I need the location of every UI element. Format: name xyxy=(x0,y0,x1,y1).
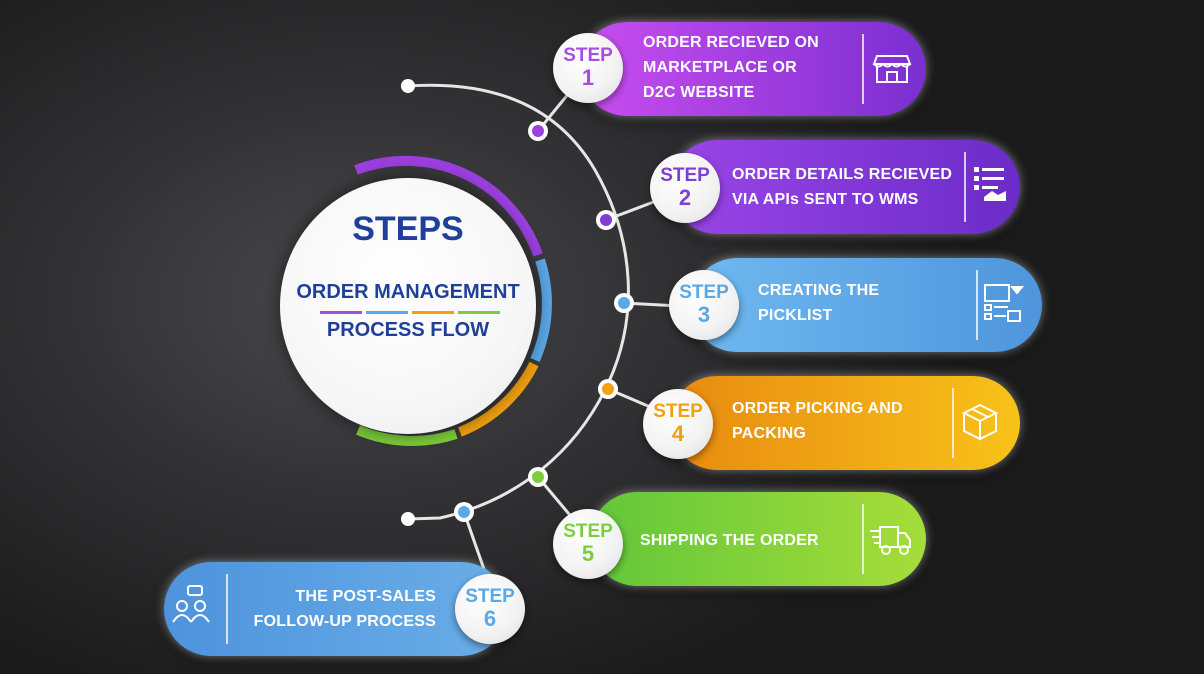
step-6-number: 6 xyxy=(483,606,497,631)
center-subtitle-line2: PROCESS FLOW xyxy=(326,319,490,341)
ring-segment-orange xyxy=(458,361,539,437)
picklist-icon xyxy=(984,284,1025,322)
node-dot-3 xyxy=(614,293,634,313)
delivery-truck-icon xyxy=(870,526,911,555)
step-6-badge: STEP 6 xyxy=(455,574,525,644)
step-3-number: 3 xyxy=(697,302,711,327)
step-5-divider xyxy=(862,504,864,574)
step-6-text: THE POST-SALES FOLLOW-UP PROCESS xyxy=(253,588,436,630)
step-2-number: 2 xyxy=(678,185,692,210)
step-4-divider xyxy=(952,388,954,458)
step-5-badge: STEP 5 xyxy=(553,509,623,579)
step-6-pill xyxy=(164,562,508,656)
center-disc xyxy=(280,178,536,434)
color-bar-purple xyxy=(320,311,362,314)
node-dot-4 xyxy=(598,379,618,399)
step-1-divider xyxy=(862,34,864,104)
arc-start-dot xyxy=(401,79,415,93)
ring-segment-purple xyxy=(354,155,543,257)
step-3-text: CREATING THE PICKLIST xyxy=(758,282,880,324)
step-1-badge: STEP 1 xyxy=(553,33,623,103)
package-icon xyxy=(961,403,999,441)
ring-segment-green xyxy=(356,425,458,446)
step-3-word: STEP xyxy=(679,282,729,303)
step-4-word: STEP xyxy=(653,401,703,422)
step-1-word: STEP xyxy=(563,45,613,66)
step-2-divider xyxy=(964,152,966,222)
color-bar-green xyxy=(458,311,500,314)
node-dot-5 xyxy=(528,467,548,487)
step-4-badge: STEP 4 xyxy=(643,389,713,459)
step-2-word: STEP xyxy=(660,165,710,186)
storefront-icon xyxy=(872,55,912,83)
color-bar-orange xyxy=(412,311,454,314)
customer-support-icon xyxy=(172,585,210,623)
step-3-pill xyxy=(690,258,1042,352)
step-6-divider xyxy=(226,574,228,644)
step-4-text: ORDER PICKING AND PACKING xyxy=(732,400,903,442)
step-2-pill xyxy=(670,140,1020,234)
center-title: STEPS xyxy=(352,210,464,248)
node-dot-1 xyxy=(528,121,548,141)
center-subtitle-line1: ORDER MANAGEMENT xyxy=(296,281,520,303)
step-3-divider xyxy=(976,270,978,340)
node-dot-2 xyxy=(596,210,616,230)
color-bar-blue xyxy=(366,311,408,314)
checklist-icon xyxy=(974,167,1006,201)
step-4-pill xyxy=(670,376,1020,470)
step-2-badge: STEP 2 xyxy=(650,153,720,223)
step-5-number: 5 xyxy=(581,541,595,566)
step-5-text: SHIPPING THE ORDER xyxy=(640,532,819,549)
step-5-word: STEP xyxy=(563,521,613,542)
ring-segment-blue xyxy=(530,258,552,363)
step-2-text: ORDER DETAILS RECIEVED VIA APIs SENT TO … xyxy=(732,166,953,208)
step-1-number: 1 xyxy=(581,65,595,90)
step-3-badge: STEP 3 xyxy=(669,270,739,340)
arc-end-dot xyxy=(401,512,415,526)
node-dot-6 xyxy=(454,502,474,522)
step-1-pill xyxy=(580,22,926,116)
step-1-text: ORDER RECIEVED ON MARKETPLACE OR D2C WEB… xyxy=(643,34,819,101)
step-5-pill xyxy=(590,492,926,586)
step-6-word: STEP xyxy=(465,586,515,607)
step-4-number: 4 xyxy=(671,421,685,446)
